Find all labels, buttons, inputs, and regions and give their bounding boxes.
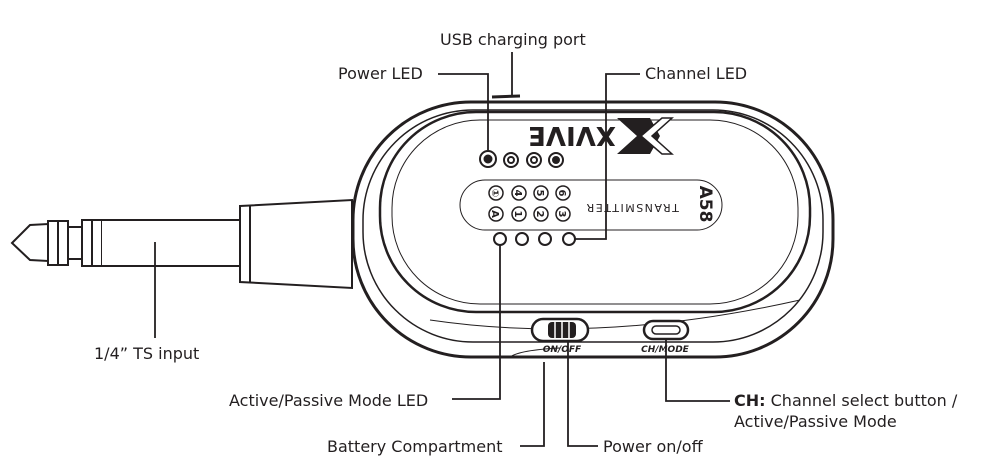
channel-top-marker-2	[533, 185, 549, 201]
brand-logo-text: XVIVE	[528, 120, 616, 150]
channel-top-label-1: 4	[512, 190, 523, 197]
label-ch-line2: Active/Passive Mode	[734, 412, 897, 431]
usb-port-mark	[491, 94, 521, 99]
label-channel-led: Channel LED	[645, 64, 748, 83]
model-text: A58	[695, 186, 715, 223]
channel-bottom-marker-0	[488, 206, 504, 222]
label-power-led: Power LED	[338, 64, 423, 83]
channel-bottom-marker-3	[555, 206, 571, 222]
channel-top-label-0: ①	[489, 189, 500, 197]
label-ch-line1: Channel select button /	[770, 391, 958, 410]
channel-bottom-label-2: 2	[534, 211, 545, 218]
label-battery: Battery Compartment	[327, 437, 503, 456]
channel-bottom-label-1: 1	[512, 211, 523, 218]
channel-top-label-2: 5	[534, 190, 545, 197]
led-b2	[515, 232, 529, 246]
channel-top-marker-1	[511, 185, 527, 201]
mode-led	[493, 232, 507, 246]
channel-bottom-marker-2	[533, 206, 549, 222]
callout-lines	[154, 52, 730, 447]
power-switch: ON/OFF	[530, 317, 590, 355]
channel-markers-bottom: A 1 2 3	[488, 206, 571, 222]
led-row-bottom	[493, 232, 576, 246]
ts-plug	[10, 198, 353, 290]
label-ch-button: CH: Channel select button /	[734, 391, 957, 411]
channel-bottom-label-0: A	[489, 210, 500, 218]
product-text: TRANSMITTER	[585, 201, 680, 214]
led-row-top	[479, 150, 564, 168]
label-mode-led: Active/Passive Mode LED	[229, 391, 429, 410]
channel-markers-top: ① 4 5 6	[488, 185, 571, 201]
channel-top-marker-3	[555, 185, 571, 201]
channel-bottom-marker-1	[511, 206, 527, 222]
label-ts-input: 1/4” TS input	[94, 344, 200, 363]
label-ch-prefix: CH:	[734, 391, 766, 410]
channel-led-bottom	[562, 232, 576, 246]
label-plate: ① 4 5 6 A 1 2 3 TRANSMITTER A58	[459, 179, 723, 231]
led-b3	[538, 232, 552, 246]
led-2	[503, 152, 519, 168]
label-power-switch: Power on/off	[603, 437, 703, 456]
label-usb-port: USB charging port	[440, 30, 586, 49]
channel-top-label-3: 6	[556, 190, 567, 197]
led-3	[526, 152, 542, 168]
brand-logo: XVIVE	[528, 117, 674, 155]
channel-top-marker-0	[488, 185, 504, 201]
channel-bottom-label-3: 3	[556, 211, 567, 218]
switch-label: ON/OFF	[543, 345, 582, 355]
